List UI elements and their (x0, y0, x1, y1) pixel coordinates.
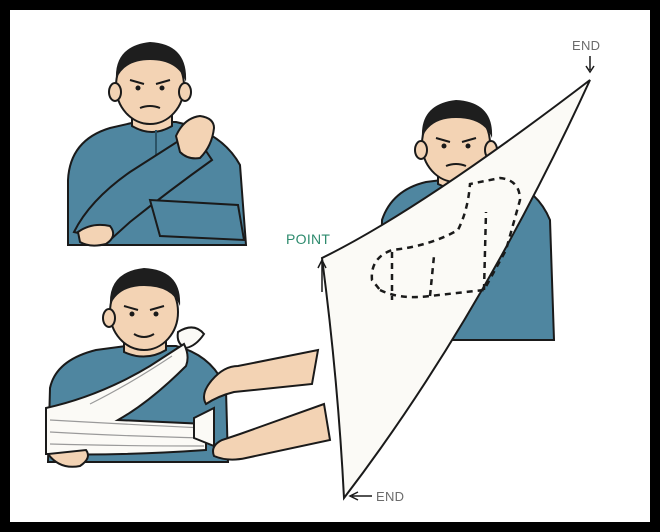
label-end-bottom: END (376, 489, 404, 504)
helper-arm-upper (204, 350, 318, 404)
figure-with-triangular-bandage (322, 80, 590, 498)
label-end-top: END (572, 38, 600, 53)
helper-arm-lower (213, 404, 330, 460)
figure-injured-man-top (68, 42, 246, 246)
label-point: POINT (286, 231, 330, 247)
arrow-left-icon (350, 492, 372, 500)
hand-at-elbow (78, 225, 113, 246)
figure-sling-being-tied (46, 268, 330, 467)
arrow-down-icon (586, 56, 594, 72)
label-end-top-group: END (572, 38, 600, 72)
label-end-bottom-group: END (350, 489, 404, 504)
